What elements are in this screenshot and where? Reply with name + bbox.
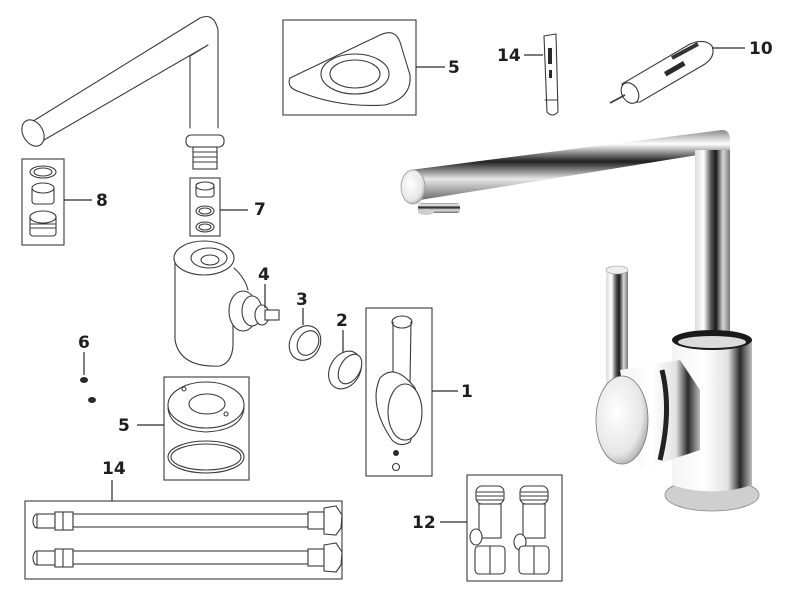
callout-10: 10 xyxy=(749,39,773,59)
callout-2: 2 xyxy=(336,311,348,331)
valve-1 xyxy=(469,485,506,575)
spout-seals-part xyxy=(189,177,248,237)
flexible-hoses-part xyxy=(24,480,343,580)
assembled-faucet-image xyxy=(400,130,760,512)
shroud-cap-part xyxy=(328,330,363,390)
tap-body-part xyxy=(173,240,280,367)
callout-13: 14 xyxy=(497,46,521,66)
tool-part xyxy=(609,40,745,104)
callout-3: 3 xyxy=(296,290,308,310)
grease-tube-part xyxy=(524,33,559,116)
lever-handle-part xyxy=(365,307,458,477)
aerator-set-part xyxy=(21,158,92,246)
callout-4: 4 xyxy=(258,265,270,285)
hose-1 xyxy=(32,505,343,536)
callout-8: 8 xyxy=(96,191,108,211)
isolation-valves-part xyxy=(440,474,563,582)
retaining-nut-part xyxy=(288,308,322,361)
callout-6: 6 xyxy=(78,333,90,353)
callout-14: 14 xyxy=(102,459,126,479)
callout-9: 5 xyxy=(448,58,460,78)
grub-screws-part xyxy=(80,352,96,403)
callout-7: 7 xyxy=(254,200,266,220)
callout-1: 1 xyxy=(461,382,473,402)
backnut-washer-part xyxy=(282,19,445,116)
base-plate-part xyxy=(137,376,250,481)
valve-2 xyxy=(513,485,550,575)
callout-12: 12 xyxy=(412,513,436,533)
callout-5: 5 xyxy=(118,416,130,436)
spout-part xyxy=(21,15,225,170)
hose-2 xyxy=(32,542,343,573)
